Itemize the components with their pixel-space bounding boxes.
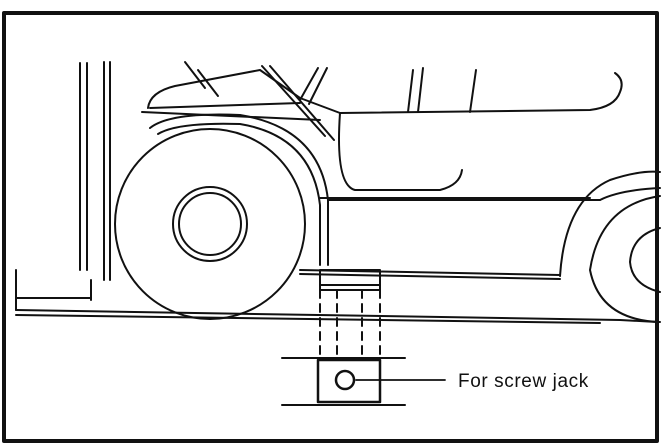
vehicle-body bbox=[141, 61, 661, 280]
figure-border bbox=[2, 11, 659, 443]
screw-jack-detail bbox=[281, 357, 446, 406]
front-wheel bbox=[114, 128, 306, 320]
rear-wheel bbox=[589, 195, 661, 323]
ground-line bbox=[15, 269, 658, 324]
mast-uprights bbox=[15, 61, 111, 301]
callout-label: For screw jack bbox=[458, 371, 589, 392]
jack-point-block bbox=[319, 269, 381, 361]
